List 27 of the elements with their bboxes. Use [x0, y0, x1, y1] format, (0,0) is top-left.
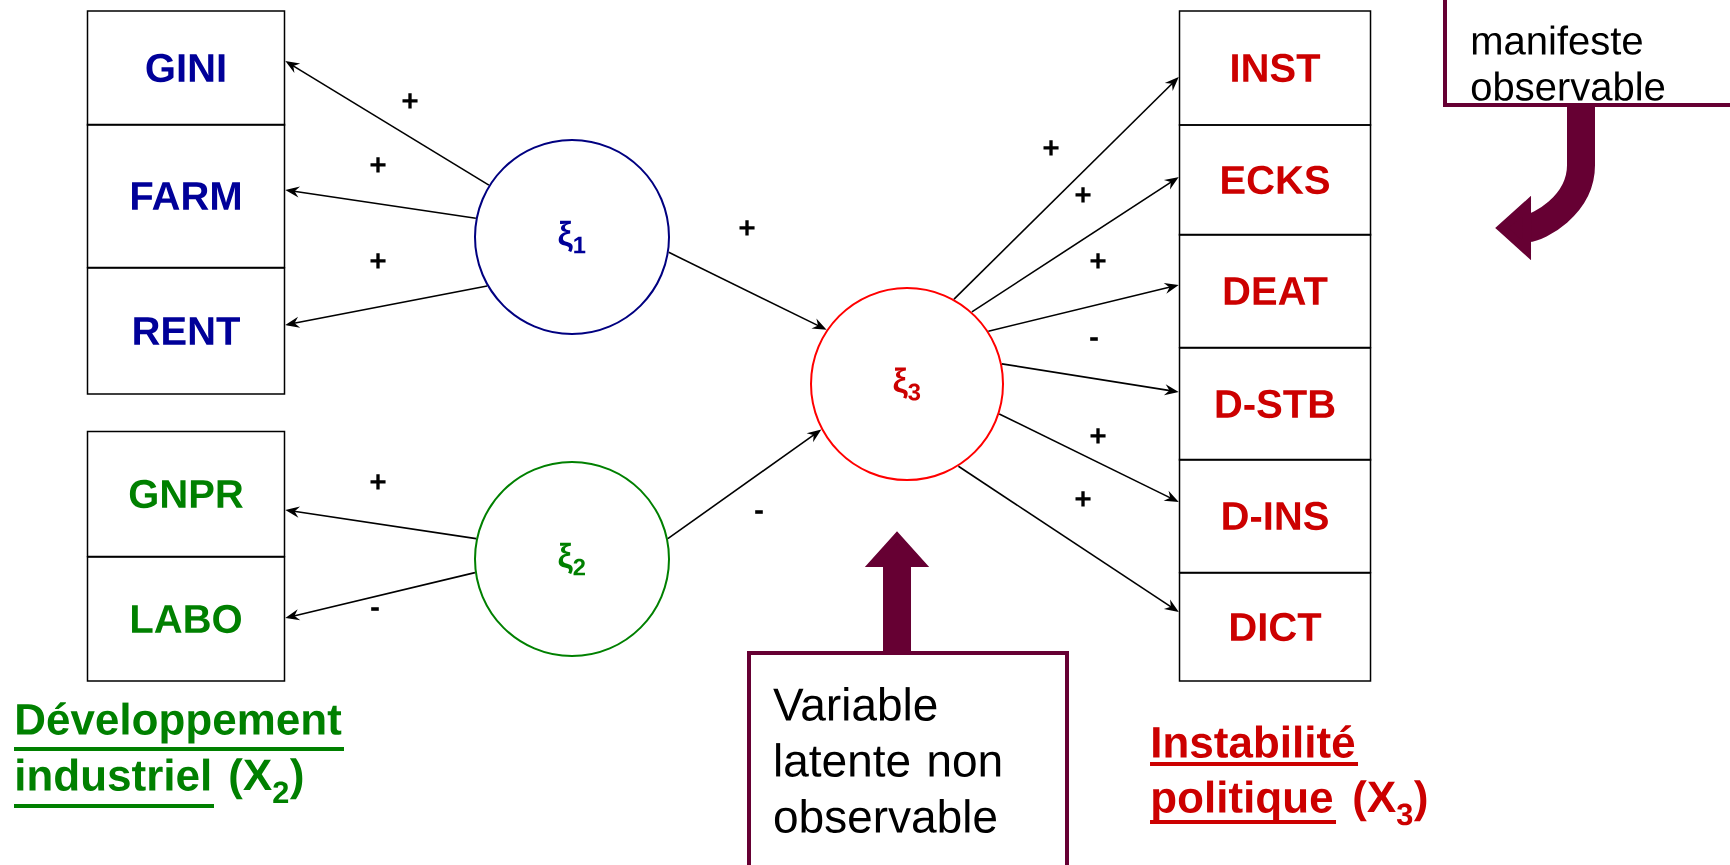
- edge-label: -: [753, 509, 765, 521]
- edge-label: +: [1073, 490, 1093, 510]
- variable-box: D-STB: [1178, 347, 1372, 461]
- edge-label: +: [400, 92, 420, 112]
- edge-label: +: [368, 252, 388, 272]
- variable-box: LABO: [86, 556, 286, 682]
- edge-label: +: [737, 219, 757, 239]
- variable-box: INST: [1178, 10, 1372, 126]
- variable-box: D-INS: [1178, 458, 1372, 574]
- variable-box: ECKS: [1178, 124, 1372, 236]
- edge-label: +: [1088, 252, 1108, 272]
- edge-label: -: [369, 606, 381, 618]
- edge-label: +: [368, 473, 388, 493]
- variable-box: GNPR: [86, 430, 286, 558]
- variable-box: DEAT: [1178, 233, 1372, 349]
- edge-label: +: [1073, 186, 1093, 206]
- variable-box: FARM: [86, 123, 286, 269]
- variable-box: GINI: [86, 10, 286, 126]
- note-box: manifeste observable: [1443, 0, 1730, 107]
- edge-label: +: [1041, 139, 1061, 159]
- variable-box: DICT: [1178, 572, 1372, 682]
- edge-label: -: [1088, 336, 1100, 348]
- edge-label: +: [368, 156, 388, 176]
- caption: (X$_{2}$): [230, 758, 303, 804]
- variable-box: RENT: [86, 267, 286, 395]
- note-box: Variable latente non observable: [747, 651, 1069, 865]
- edge-label: +: [1088, 427, 1108, 447]
